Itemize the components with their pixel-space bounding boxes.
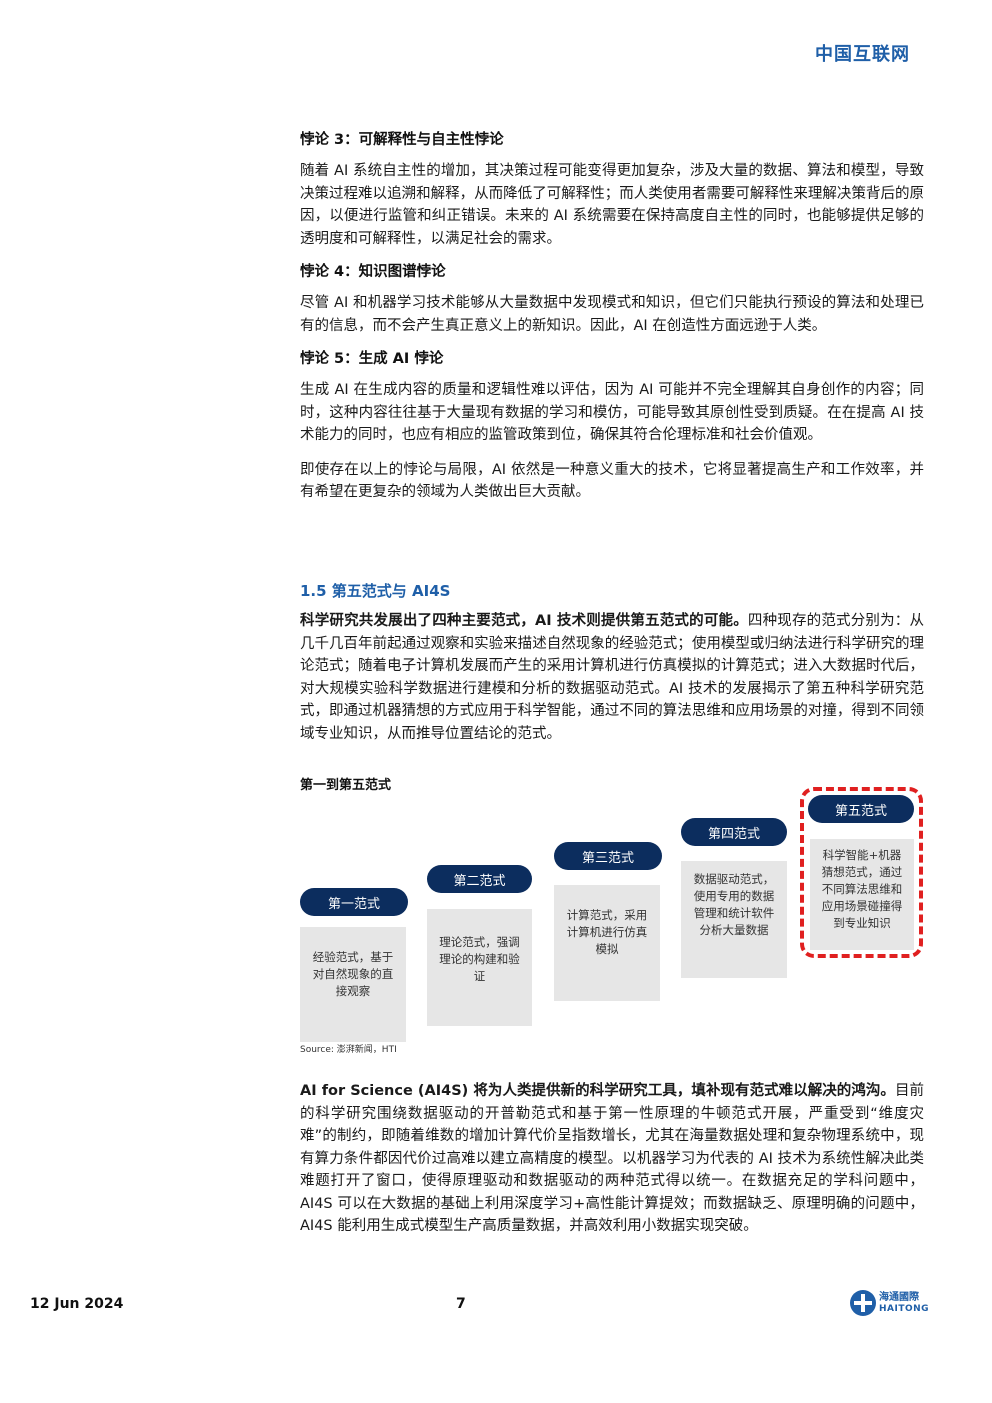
footer-date: 12 Jun 2024 (30, 1296, 124, 1312)
paradox4-title: 悖论 4：知识图谱悖论 (300, 264, 446, 280)
paradox5-body: 生成 AI 在生成内容的质量和逻辑性难以评估，因为 AI 可能并不完全理解其自身… (300, 382, 924, 443)
ai4s-paragraph: AI for Science (AI4S) 将为人类提供新的科学研究工具，填补现… (300, 1080, 924, 1238)
step5-card: 科学智能+机器猜想范式，通过不同算法思维和应用场景碰撞得到专业知识 (810, 839, 914, 950)
figure-title: 第一到第五范式 (300, 778, 392, 793)
step3-card: 计算范式，采用计算机进行仿真模拟 (554, 885, 660, 1001)
section-title: 1.5 第五范式与 AI4S (300, 582, 451, 600)
section-lead-paragraph: 科学研究共发展出了四种主要范式，AI 技术则提供第五范式的可能。四种现存的范式分… (300, 610, 924, 745)
haitong-logo-text: 海通國際 HAITONG (879, 1292, 929, 1315)
paradox-section: 悖论 3：可解释性与自主性悖论 随着 AI 系统自主性的增加，其决策过程可能变得… (300, 130, 924, 516)
step2-card: 理论范式，强调理论的构建和验证 (427, 909, 532, 1026)
step4-label: 第四范式 (681, 818, 787, 846)
paradox3-body: 随着 AI 系统自主性的增加，其决策过程可能变得更加复杂，涉及大量的数据、算法和… (300, 163, 924, 247)
paradox3-title: 悖论 3：可解释性与自主性悖论 (300, 132, 504, 148)
ai4s-lead-bold: AI for Science (AI4S) 将为人类提供新的科学研究工具，填补现… (300, 1083, 895, 1099)
step1-label: 第一范式 (300, 888, 408, 916)
summary-paragraph: 即使存在以上的悖论与局限，AI 依然是一种意义重大的技术，它将显著提高生产和工作… (300, 461, 924, 501)
section-lead-rest: 四种现存的范式分别为：从几千几百年前起通过观察和实验来描述自然现象的经验范式；使… (300, 613, 924, 742)
step5-label: 第五范式 (808, 795, 914, 823)
haitong-logo-icon (850, 1290, 876, 1316)
logo-cn-text: 海通國際 (879, 1291, 919, 1303)
logo-en-text: HAITONG (879, 1303, 930, 1314)
header-brand: 中国互联网 (815, 44, 910, 65)
paradox4-body: 尽管 AI 和机器学习技术能够从大量数据中发现模式和知识，但它们只能执行预设的算… (300, 295, 924, 334)
section-lead-bold: 科学研究共发展出了四种主要范式，AI 技术则提供第五范式的可能。 (300, 613, 748, 629)
step2-label: 第二范式 (427, 865, 532, 893)
section-intro: 科学研究共发展出了四种主要范式，AI 技术则提供第五范式的可能。四种现存的范式分… (300, 610, 924, 757)
ai4s-section: AI for Science (AI4S) 将为人类提供新的科学研究工具，填补现… (300, 1080, 924, 1250)
step4-card: 数据驱动范式，使用专用的数据管理和统计软件分析大量数据 (681, 861, 787, 978)
haitong-logo: 海通國際 HAITONG (850, 1290, 929, 1316)
ai4s-lead-rest: 目前的科学研究围绕数据驱动的开普勒范式和基于第一性原理的牛顿范式开展，严重受到“… (300, 1083, 925, 1234)
step3-label: 第三范式 (554, 842, 662, 870)
step1-card: 经验范式，基于对自然现象的直接观察 (300, 927, 406, 1042)
figure-source: Source: 澎湃新闻，HTI (300, 1045, 397, 1055)
paradox5-title: 悖论 5：生成 AI 悖论 (300, 351, 444, 367)
page-number: 7 (456, 1296, 466, 1312)
fifth-paradigm-highlight (800, 787, 923, 958)
